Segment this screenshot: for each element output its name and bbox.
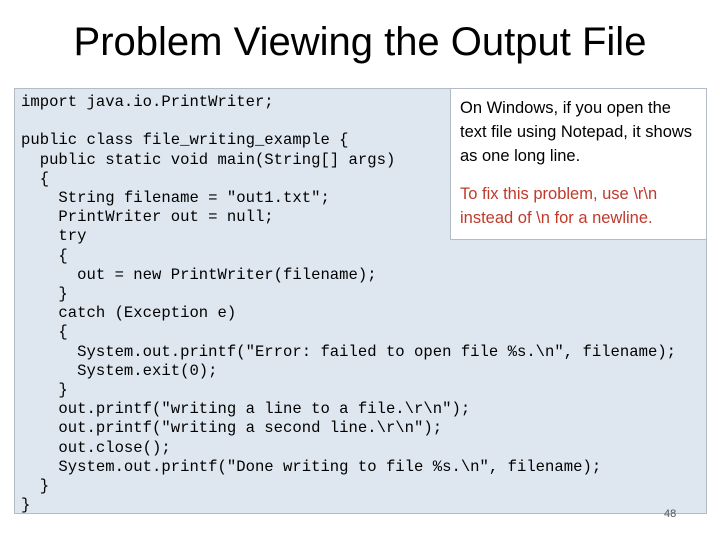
code-line: } (21, 285, 68, 304)
code-line: { (21, 246, 68, 265)
note-text-2: To fix this problem, use \r\n instead of… (460, 185, 658, 227)
code-line: public static void main(String[] args) (21, 150, 396, 169)
code-line: PrintWriter out = null; (21, 208, 274, 227)
code-line: System.out.printf("Error: failed to open… (21, 342, 677, 361)
code-text: import java.io.PrintWriter; public class… (21, 93, 676, 515)
code-line: import java.io.PrintWriter; (21, 93, 274, 111)
code-line: } (21, 381, 68, 400)
code-line: catch (Exception e) (21, 304, 237, 323)
code-line: out.printf("writing a line to a file.\r\… (21, 400, 471, 419)
code-line: System.exit(0); (21, 361, 218, 380)
code-line: { (21, 169, 50, 188)
code-line: } (21, 477, 50, 496)
code-line: { (21, 323, 68, 342)
code-line: out.printf("writing a second line.\r\n")… (21, 419, 443, 438)
code-line: System.out.printf("Done writing to file … (21, 457, 602, 476)
code-line: } (21, 496, 31, 515)
code-line: try (21, 227, 87, 246)
note-text-1: On Windows, if you open the text file us… (460, 99, 693, 165)
code-line: String filename = "out1.txt"; (21, 189, 330, 208)
slide-title: Problem Viewing the Output File (73, 20, 647, 64)
code-line: out.close(); (21, 438, 171, 457)
note-box: On Windows, if you open the text file us… (450, 88, 707, 240)
page-number: 48 (664, 508, 677, 520)
code-line: public class file_writing_example { (21, 131, 349, 150)
code-line: out = new PrintWriter(filename); (21, 265, 377, 284)
